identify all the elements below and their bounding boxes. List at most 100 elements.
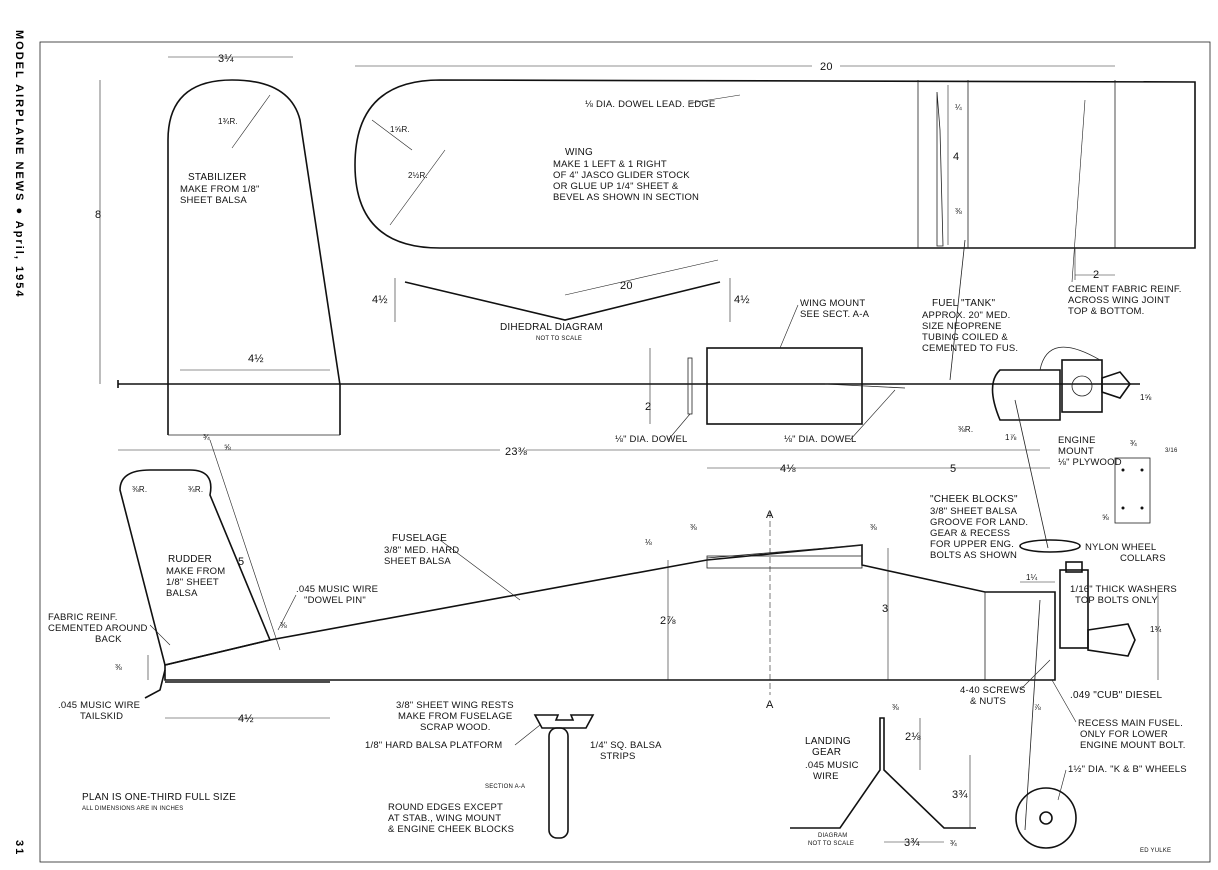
wing-line-1: OF 4" JASCO GLIDER STOCK [553, 170, 690, 181]
engine-side: 1/16" THICK WASHERS TOP BOLTS ONLY .049 … [960, 561, 1187, 849]
drawing-frame [39, 41, 1211, 863]
em-dim-e: 1⅝ [1140, 393, 1152, 402]
section-strips2: STRIPS [600, 751, 636, 762]
wing-line-0: MAKE 1 LEFT & 1 RIGHT [553, 159, 667, 170]
wing-line-2: OR GLUE UP 1/4" SHEET & [553, 181, 679, 192]
lg-wire1: .045 MUSIC [805, 760, 859, 771]
pin-line2: "DOWEL PIN" [304, 595, 366, 606]
section-line3: SCRAP WOOD. [420, 722, 491, 733]
lg-note2: NOT TO SCALE [808, 841, 854, 847]
cheek-title: "CHEEK BLOCKS" [930, 494, 1018, 505]
fus-line2: SHEET BALSA [384, 556, 451, 567]
landing-gear-diagram: LANDING GEAR .045 MUSIC WIRE DIAGRAM NOT… [790, 703, 976, 849]
wing-reinf-2: TOP & BOTTOM. [1068, 306, 1145, 317]
wing-line-3: BEVEL AS SHOWN IN SECTION [553, 192, 699, 203]
plan-note-line1: PLAN IS ONE-THIRD FULL SIZE [82, 792, 236, 803]
section-platform: 1/8" HARD BALSA PLATFORM [365, 740, 502, 751]
wing-dim-chord: 4 [953, 151, 959, 163]
plan-note-line2: ALL DIMENSIONS ARE IN INCHES [82, 806, 183, 812]
section-round3: & ENGINE CHEEK BLOCKS [388, 824, 514, 835]
cheek-line-0: 3/8" SHEET BALSA [930, 506, 1018, 517]
cheek-line-3: FOR UPPER ENG. [930, 539, 1014, 550]
lg-note1: DIAGRAM [818, 833, 847, 839]
magazine-sidebar: MODEL AIRPLANE NEWS ● April, 1954 [13, 30, 25, 298]
fuselage-side: 23⅜ 3 2⅞ ⅜ ⅜ ⅛ 1¾ 1¼ ⅜ FUSELAGE 3/8" MED… [115, 443, 1162, 711]
dihedral-diagram: 4½ 4½ 20 DIHEDRAL DIAGRAM NOT TO SCALE [372, 259, 750, 342]
lg-wire2: WIRE [813, 771, 839, 782]
wing-reinf-1: ACROSS WING JOINT [1068, 295, 1170, 306]
dihedral-dim-left: 4½ [372, 294, 388, 306]
wm-dim-length: 4⅛ [780, 463, 796, 475]
wing-dim-reinf: 2 [1093, 269, 1099, 281]
cut-a-bot: A [766, 699, 774, 711]
wing-dim-sec-bot: ⅜ [955, 207, 962, 216]
engine-top-view: FUEL "TANK" APPROX. 20" MED. SIZE NEOPRE… [922, 298, 1178, 524]
cut-a-top: A [766, 509, 774, 521]
wing-mount-top: 2 WING MOUNT SEE SECT. A-A ⅛" DIA. DOWEL… [615, 298, 1050, 475]
stab-dim-radius: 1¾R. [218, 117, 238, 126]
section-a-a: 3/8" SHEET WING RESTS MAKE FROM FUSELAGE… [365, 700, 662, 839]
em-dim-c: ⅝ [1102, 513, 1109, 522]
washers-line1: 1/16" THICK WASHERS [1070, 584, 1177, 595]
nylon-line1: NYLON WHEEL [1085, 542, 1156, 553]
engine-recess1: RECESS MAIN FUSEL. [1078, 718, 1183, 729]
stab-dim-root: 4½ [248, 353, 264, 365]
tailskid-line1: .045 MUSIC WIRE [58, 700, 140, 711]
dihedral-title: DIHEDRAL DIAGRAM [500, 322, 603, 333]
dihedral-dim-span: 20 [620, 280, 633, 292]
section-round1: ROUND EDGES EXCEPT [388, 802, 503, 813]
lg-title1: LANDING [805, 736, 851, 747]
cheek-blocks-note: "CHEEK BLOCKS" 3/8" SHEET BALSA GROOVE F… [930, 494, 1166, 564]
wing-dim-r1: 1⅝R. [390, 125, 410, 134]
fus-dim-height: 3 [882, 603, 888, 615]
section-line1: 3/8" SHEET WING RESTS [396, 700, 514, 711]
fuel-line-1: SIZE NEOPRENE [922, 321, 1002, 332]
wm-line2: SEE SECT. A-A [800, 309, 870, 320]
stab-dim-width: 3¼ [218, 53, 234, 65]
stabilizer-part: 3¼ 8 4½ 1¾R. STABILIZER MAKE FROM 1/8" S… [95, 53, 341, 436]
fus-dim-front: 1¾ [1150, 625, 1162, 634]
fus-dim-a2: ⅜ [870, 523, 877, 532]
lg-dim-top: ⅜ [892, 703, 899, 712]
engine-wheels: 1½" DIA. "K & B" WHEELS [1068, 764, 1187, 775]
washers-line2: TOP BOLTS ONLY [1075, 595, 1158, 606]
wing-dim-r2: 2½R. [408, 171, 428, 180]
wing-dowel-label: ⅛ DIA. DOWEL LEAD. EDGE [585, 99, 715, 110]
dihedral-note: NOT TO SCALE [536, 336, 582, 342]
rudder-dim-top: ¾ [203, 433, 210, 442]
wing-part: 20 4 ¼ ⅜ ⅛ DIA. DOWEL LEAD. EDGE 1⅝R. 2½… [354, 58, 1196, 317]
cheek-line-2: GEAR & RECESS [930, 528, 1010, 539]
engine-recess3: ENGINE MOUNT BOLT. [1080, 740, 1186, 751]
fus-line1: 3/8" MED. HARD [384, 545, 459, 556]
fuel-line-3: CEMENTED TO FUS. [922, 343, 1018, 354]
lg-dim-h: 3¾ [952, 789, 968, 801]
rudder-line1: MAKE FROM [166, 566, 225, 577]
section-label: SECTION A-A [485, 784, 525, 790]
engine-recess2: ONLY FOR LOWER [1080, 729, 1168, 740]
rudder-dim-r2: ¾R. [188, 485, 203, 494]
fus-dim-tail: ⅜ [115, 663, 122, 672]
wm-dim-height: 2 [645, 401, 651, 413]
rudder-part: RUDDER MAKE FROM 1/8" SHEET BALSA 5 ¾ ⅝ … [48, 433, 378, 725]
tailskid-line2: TAILSKID [80, 711, 123, 722]
wing-dim-span: 20 [820, 61, 833, 73]
rudder-dim-r1: ⅜R. [132, 485, 147, 494]
dihedral-dim-right: 4½ [734, 294, 750, 306]
engine-screws1: 4-40 SCREWS [960, 685, 1026, 696]
em-dim-a: ¾ [1130, 439, 1137, 448]
wm-dim-fwd: 5 [950, 463, 956, 475]
fus-dim-wm: 2⅞ [660, 615, 676, 627]
stab-line1: MAKE FROM 1/8" [180, 184, 260, 195]
section-round2: AT STAB., WING MOUNT [388, 813, 501, 824]
fabric-line3: BACK [95, 634, 122, 645]
wm-dowel2: ⅛" DIA. DOWEL [784, 434, 857, 445]
fus-dim-a3: ⅛ [645, 538, 652, 547]
em-dim-r: ⅜R. [958, 425, 973, 434]
page-number: 31 [13, 840, 25, 856]
stab-title: STABILIZER [188, 172, 247, 183]
section-line2: MAKE FROM FUSELAGE [398, 711, 512, 722]
lg-dim-foot: ¾ [950, 839, 957, 848]
rudder-dim-side: ⅝ [224, 443, 231, 452]
fus-dim-a1: ⅜ [690, 523, 697, 532]
